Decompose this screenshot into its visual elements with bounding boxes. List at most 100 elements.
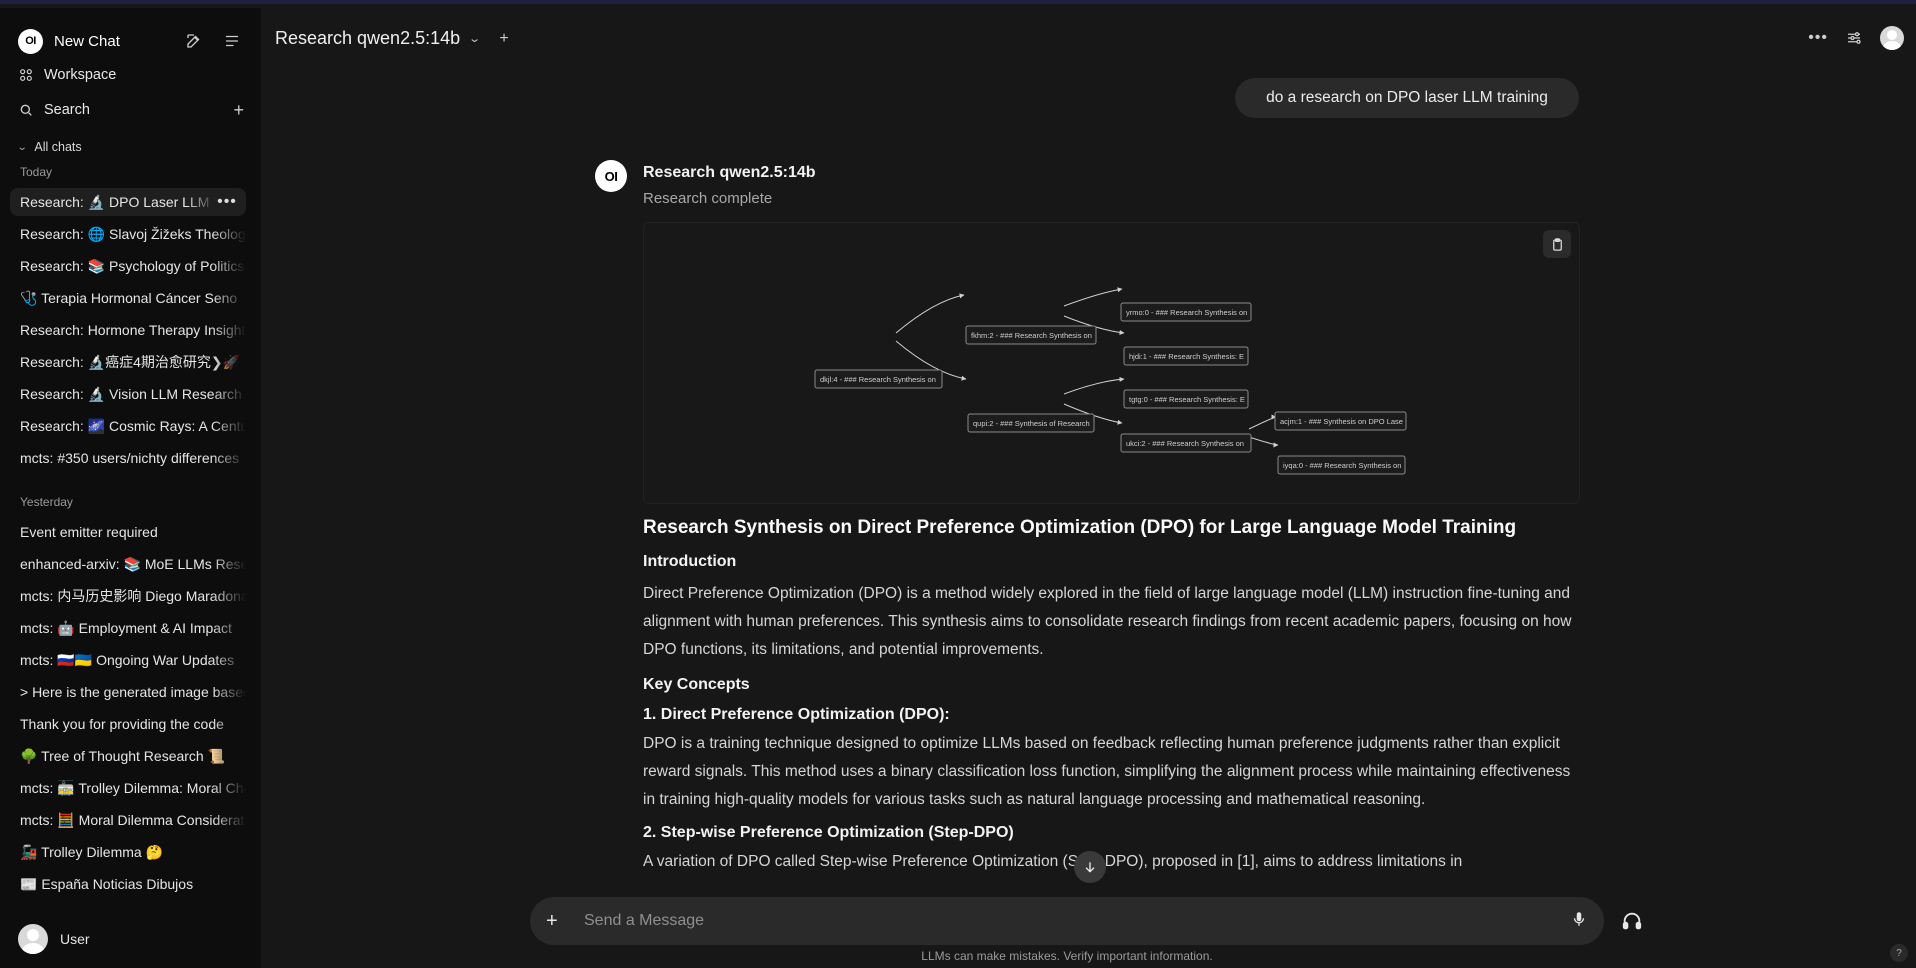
disclaimer: LLMs can make mistakes. Verify important… bbox=[921, 949, 1213, 963]
chat-item[interactable]: Thank you for providing the code bbox=[10, 710, 246, 738]
sidebar: OI New Chat Workspace Search + ⌄ All cha… bbox=[0, 8, 261, 968]
headphones-icon[interactable] bbox=[1618, 907, 1646, 935]
svg-text:acjm:1 - ### Synthesis on DPO: acjm:1 - ### Synthesis on DPO Lase bbox=[1280, 417, 1403, 426]
subsection-heading: 1. Direct Preference Optimization (DPO): bbox=[643, 706, 950, 723]
chat-item[interactable]: mcts: 内马历史影响 Diego Maradona bbox=[10, 582, 246, 610]
section-yesterday: Yesterday bbox=[20, 495, 73, 509]
chat-item[interactable]: mcts: #350 users/nichty differences bbox=[10, 444, 246, 472]
chat-item-label: Research: 🌐 Slavoj Žižeks Theology bbox=[20, 225, 246, 242]
search-row[interactable]: Search + bbox=[18, 97, 244, 123]
scroll-to-bottom-button[interactable] bbox=[1074, 851, 1106, 883]
chat-item[interactable]: Research: 🔬 DPO Laser LLM Training ••• bbox=[10, 188, 246, 216]
graph-edge bbox=[895, 340, 967, 381]
new-chat-icon[interactable] bbox=[182, 29, 206, 53]
chat-item[interactable]: enhanced-arxiv: 📚 MoE LLMs Research bbox=[10, 550, 246, 578]
intro-heading: Introduction bbox=[643, 553, 737, 570]
chat-item[interactable]: 📰 España Noticias Dibujos bbox=[10, 870, 246, 898]
user-menu[interactable]: User bbox=[18, 924, 90, 954]
chat-item[interactable]: 🌳 Tree of Thought Research 📜 bbox=[10, 742, 246, 770]
chat-item[interactable]: mcts: 🚋 Trolley Dilemma: Moral Choice bbox=[10, 774, 246, 802]
avatar[interactable] bbox=[1880, 26, 1904, 50]
clipboard-icon bbox=[1552, 237, 1562, 251]
svg-text:tgtg:0 - ### Research Synthesi: tgtg:0 - ### Research Synthesis: E bbox=[1129, 395, 1245, 404]
chat-item[interactable]: 🚂 Trolley Dilemma 🤔 bbox=[10, 838, 246, 866]
svg-text:ukci:2 - ### Research Synthesi: ukci:2 - ### Research Synthesis on bbox=[1126, 439, 1244, 448]
graph-node: ukci:2 - ### Research Synthesis on bbox=[1120, 433, 1252, 453]
intro-text: Direct Preference Optimization (DPO) is … bbox=[643, 585, 1572, 658]
workspace-link[interactable]: Workspace bbox=[18, 62, 244, 88]
key-concepts-heading: Key Concepts bbox=[643, 676, 750, 693]
bot-status: Research complete bbox=[643, 190, 773, 207]
chat-item[interactable]: > Here is the generated image based bbox=[10, 678, 246, 706]
avatar bbox=[18, 924, 48, 954]
attach-plus-icon[interactable]: + bbox=[546, 909, 558, 932]
graph-node: acjm:1 - ### Synthesis on DPO Lase bbox=[1274, 411, 1407, 431]
bot-avatar: OI bbox=[595, 160, 627, 192]
ellipsis-icon[interactable]: ••• bbox=[217, 193, 237, 210]
chat-item-label: > Here is the generated image based bbox=[20, 684, 246, 700]
chat-item-label: Event emitter required bbox=[20, 524, 158, 540]
sidebar-toggle-icon[interactable] bbox=[220, 29, 244, 53]
new-chat-label[interactable]: New Chat bbox=[54, 32, 120, 50]
svg-text:fkhm:2 - ### Research Synthesi: fkhm:2 - ### Research Synthesis on bbox=[971, 331, 1092, 340]
chat-item-label: Research: Hormone Therapy Insights bbox=[20, 322, 246, 338]
chat-item[interactable]: mcts: 🇷🇺🇺🇦 Ongoing War Updates bbox=[10, 646, 246, 674]
chat-item-label: Thank you for providing the code bbox=[20, 716, 224, 732]
svg-text:iyqa:0 - ### Research Synthesi: iyqa:0 - ### Research Synthesis on bbox=[1283, 461, 1401, 470]
chevron-down-icon[interactable]: ⌄ bbox=[468, 33, 482, 45]
svg-text:qupi:2 - ### Synthesis of Rese: qupi:2 - ### Synthesis of Research bbox=[973, 419, 1090, 428]
chat-item[interactable]: mcts: 🤖 Employment & AI Impact bbox=[10, 614, 246, 642]
chat-item-label: mcts: 内马历史影响 Diego Maradona bbox=[20, 588, 246, 604]
sliders-icon[interactable] bbox=[1842, 26, 1866, 50]
svg-text:dkjl:4 - ### Research Synthesi: dkjl:4 - ### Research Synthesis on bbox=[820, 375, 936, 384]
chat-item-label: 🚂 Trolley Dilemma 🤔 bbox=[20, 843, 163, 860]
graph-node: hjdi:1 - ### Research Synthesis: E bbox=[1123, 346, 1249, 366]
graph-canvas: dkjl:4 - ### Research Synthesis on fkhm:… bbox=[814, 287, 1407, 475]
chat-item-label: mcts: 🧮 Moral Dilemma Considerations bbox=[20, 811, 246, 828]
chat-item[interactable]: Research: 🔬癌症4期治愈研究❯🚀 bbox=[10, 348, 246, 376]
subsection-heading: 2. Step-wise Preference Optimization (St… bbox=[643, 824, 1014, 841]
graph-node: qupi:2 - ### Synthesis of Research bbox=[967, 413, 1095, 433]
chat-item-label: Research: 🔬 Vision LLM Research bbox=[20, 385, 242, 402]
add-model-icon[interactable]: + bbox=[499, 29, 509, 47]
chat-item-label: enhanced-arxiv: 📚 MoE LLMs Research bbox=[20, 555, 246, 572]
help-button[interactable]: ? bbox=[1890, 944, 1908, 962]
graph-node: tgtg:0 - ### Research Synthesis: E bbox=[1123, 389, 1249, 409]
chat-item[interactable]: Research: Hormone Therapy Insights bbox=[10, 316, 246, 344]
message-input[interactable] bbox=[584, 912, 1570, 930]
chat-item[interactable]: Research: 🌌 Cosmic Rays: A Century bbox=[10, 412, 246, 440]
graph-node: dkjl:4 - ### Research Synthesis on bbox=[814, 369, 943, 389]
section-today: Today bbox=[20, 165, 53, 179]
all-chats-toggle[interactable]: ⌄ All chats bbox=[17, 140, 82, 154]
app-logo[interactable]: OI bbox=[18, 28, 43, 54]
chat-item[interactable]: Event emitter required bbox=[10, 518, 246, 546]
workspace-label: Workspace bbox=[44, 67, 117, 83]
graph-edge bbox=[1063, 315, 1125, 335]
chat-item[interactable]: 🩺 Terapia Hormonal Cáncer Seno bbox=[10, 284, 246, 312]
search-icon bbox=[20, 104, 32, 116]
chat-item-label: mcts: 🚋 Trolley Dilemma: Moral Choice bbox=[20, 779, 246, 796]
chat-item[interactable]: mcts: 🧮 Moral Dilemma Considerations bbox=[10, 806, 246, 834]
copy-button[interactable] bbox=[1543, 230, 1571, 258]
user-name: User bbox=[60, 931, 90, 947]
chat-item[interactable]: Research: 📚 Psychology of Politics bbox=[10, 252, 246, 280]
microphone-icon[interactable] bbox=[1570, 910, 1588, 933]
subsection-text: DPO is a training technique designed to … bbox=[643, 735, 1571, 808]
response-article: Research Synthesis on Direct Preference … bbox=[643, 512, 1583, 876]
chat-item-label: mcts: 🤖 Employment & AI Impact bbox=[20, 619, 232, 636]
chat-item-label: Research: 🌌 Cosmic Rays: A Century bbox=[20, 417, 246, 434]
bot-name: Research qwen2.5:14b bbox=[643, 164, 816, 181]
arrow-down-icon bbox=[1085, 862, 1095, 873]
user-message: do a research on DPO laser LLM training bbox=[1235, 78, 1579, 118]
chat-item-label: 📰 España Noticias Dibujos bbox=[20, 875, 194, 892]
graph-edge bbox=[1248, 436, 1279, 448]
sidebar-header: OI New Chat bbox=[18, 26, 244, 56]
chat-item[interactable]: Research: 🌐 Slavoj Žižeks Theology bbox=[10, 220, 246, 248]
chat-item[interactable]: Research: 🔬 Vision LLM Research bbox=[10, 380, 246, 408]
model-selector[interactable]: Research qwen2.5:14b ⌄ + bbox=[275, 28, 509, 49]
chat-item-label: Research: 🔬癌症4期治愈研究❯🚀 bbox=[20, 354, 241, 370]
ellipsis-icon[interactable]: ••• bbox=[1808, 29, 1828, 46]
header-actions: ••• bbox=[1808, 26, 1904, 50]
grid-icon bbox=[20, 69, 32, 81]
plus-icon[interactable]: + bbox=[233, 99, 244, 120]
